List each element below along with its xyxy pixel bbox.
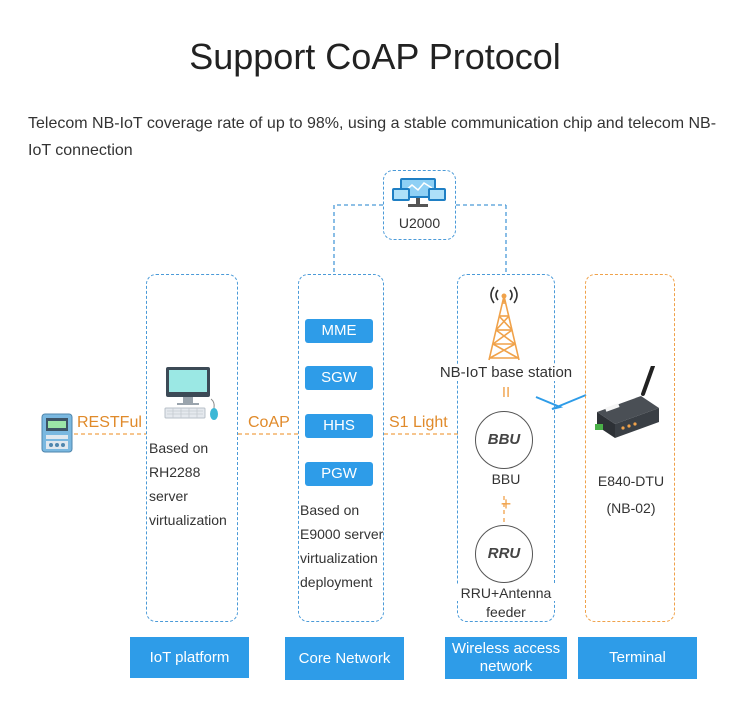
core-desc-2: E9000 server [300, 526, 384, 542]
page-title: Support CoAP Protocol [189, 36, 561, 77]
wireless-access-label-2: network [479, 658, 533, 675]
plus-sign: + [500, 494, 512, 514]
monitors-icon [392, 176, 448, 210]
antenna-tower-icon [485, 286, 523, 362]
equals-sign: II [501, 384, 511, 401]
core-desc-3: virtualization [300, 550, 378, 566]
u2000-label: U2000 [398, 215, 441, 231]
platform-desc-4: virtualization [149, 512, 227, 528]
core-box [298, 274, 384, 622]
bbu-label: BBU [491, 471, 521, 487]
rru-circle: RRU [475, 525, 533, 583]
bbu-circle: BBU [475, 411, 533, 469]
terminal-button[interactable]: Terminal [578, 637, 697, 679]
access-box [457, 274, 555, 622]
coap-label: CoAP [248, 414, 290, 431]
core-element-pgw: PGW [305, 462, 373, 486]
u2000-box [383, 170, 456, 240]
computer-icon [163, 366, 221, 422]
core-element-hhs: HHS [305, 414, 373, 438]
wireless-access-button[interactable]: Wireless access network [445, 637, 567, 679]
core-network-button[interactable]: Core Network [285, 637, 404, 680]
terminal-box [585, 274, 675, 622]
base-station-label: NB-IoT base station [430, 364, 582, 381]
terminal-name: E840-DTU [597, 473, 665, 489]
rru-label-2: feeder [486, 604, 526, 620]
page-subtitle: Telecom NB-IoT coverage rate of up to 98… [28, 115, 717, 159]
wireless-access-label-1: Wireless access [451, 640, 561, 657]
restful-label: RESTFul [77, 414, 142, 431]
dtu-device-icon [593, 364, 665, 446]
platform-box [146, 274, 238, 622]
rru-label-1: RRU+Antenna [440, 585, 572, 601]
core-element-sgw: SGW [305, 366, 373, 390]
platform-desc-2: RH2288 [149, 464, 201, 480]
core-element-mme: MME [305, 319, 373, 343]
core-desc-4: deployment [300, 574, 373, 590]
s1-light-label: S1 Light [389, 414, 448, 431]
platform-desc-3: server [149, 488, 188, 504]
iot-platform-button[interactable]: IoT platform [130, 637, 249, 678]
meter-icon [41, 413, 73, 453]
platform-desc-1: Based on [149, 440, 209, 456]
terminal-model: (NB-02) [606, 500, 656, 516]
core-desc-1: Based on [300, 502, 360, 518]
